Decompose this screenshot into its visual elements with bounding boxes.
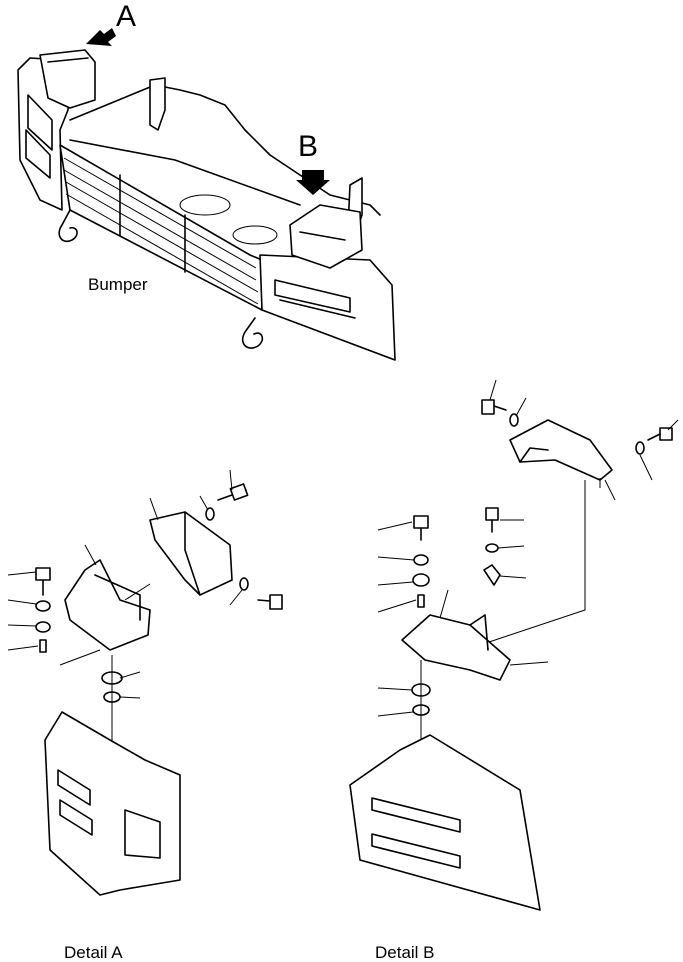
callout-b: B [298,130,319,163]
bumper-label: Bumper [88,275,148,294]
detail-a-drawing [7,469,283,896]
detail-a-label: Detail A [64,943,123,962]
detail-b-drawing [349,379,679,911]
bumper-assembly [17,28,396,361]
detail-b-label: Detail B [375,943,435,962]
callout-a: A [116,0,137,33]
